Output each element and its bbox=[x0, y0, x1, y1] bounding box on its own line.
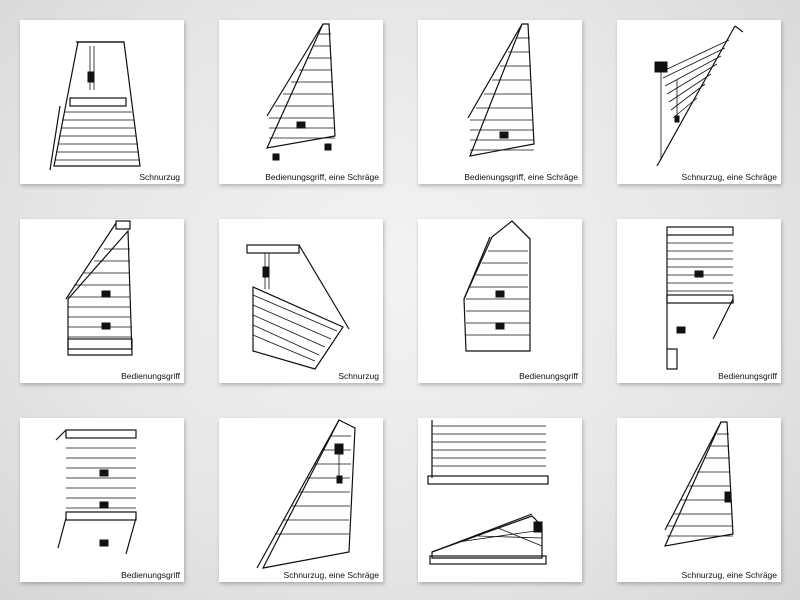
gable-blind-handle-illustration bbox=[65, 220, 133, 356]
tile-caption: Schnurzug, eine Schräge bbox=[681, 172, 777, 182]
tile-caption: Bedienungsgriff bbox=[718, 371, 777, 381]
gallery-tile[interactable]: Schnurzug, eine Schräge bbox=[617, 20, 781, 184]
gallery-tile[interactable]: Bedienungsgriff bbox=[418, 219, 582, 383]
triangle-blind-cord-illustration bbox=[246, 244, 350, 370]
tile-caption: Schnurzug, eine Schräge bbox=[283, 570, 379, 580]
tile-caption: Bedienungsgriff bbox=[121, 570, 180, 580]
trapezoid-blind-cord-illustration bbox=[49, 41, 141, 171]
gallery-tile[interactable] bbox=[418, 418, 582, 582]
tile-caption: Bedienungsgriff, eine Schräge bbox=[265, 172, 379, 182]
split-blind-handle-illustration bbox=[666, 226, 734, 370]
gallery-tile[interactable]: Schnurzug, eine Schräge bbox=[617, 418, 781, 582]
tile-caption: Bedienungsgriff bbox=[519, 371, 578, 381]
gallery-tile[interactable]: Bedienungsgriff bbox=[20, 418, 184, 582]
two-part-blind-illustration bbox=[427, 420, 549, 565]
triangle-blind-cord-illustration bbox=[663, 421, 734, 547]
diagonal-blind-cord-illustration bbox=[256, 419, 356, 569]
tile-caption: Schnurzug bbox=[139, 172, 180, 182]
tile-caption: Schnurzug bbox=[338, 371, 379, 381]
gallery-tile[interactable]: Schnurzug, eine Schräge bbox=[219, 418, 383, 582]
tile-caption: Schnurzug, eine Schräge bbox=[681, 570, 777, 580]
tile-caption: Bedienungsgriff bbox=[121, 371, 180, 381]
gallery-tile[interactable]: Bedienungsgriff, eine Schräge bbox=[219, 20, 383, 184]
gallery-tile[interactable]: Bedienungsgriff bbox=[617, 219, 781, 383]
gallery-tile[interactable]: Schnurzug bbox=[219, 219, 383, 383]
triangle-blind-handle-illustration bbox=[467, 23, 535, 157]
gallery-tile[interactable]: Bedienungsgriff, eine Schräge bbox=[418, 20, 582, 184]
diagonal-blind-cord-illustration bbox=[654, 25, 744, 167]
gable-blind-handle-illustration bbox=[463, 220, 531, 352]
gallery-tile[interactable]: Bedienungsgriff bbox=[20, 219, 184, 383]
triangle-blind-handle-illustration bbox=[265, 23, 336, 161]
tile-caption: Bedienungsgriff, eine Schräge bbox=[464, 172, 578, 182]
split-blind-handle-illustration bbox=[55, 429, 137, 555]
gallery-tile[interactable]: Schnurzug bbox=[20, 20, 184, 184]
